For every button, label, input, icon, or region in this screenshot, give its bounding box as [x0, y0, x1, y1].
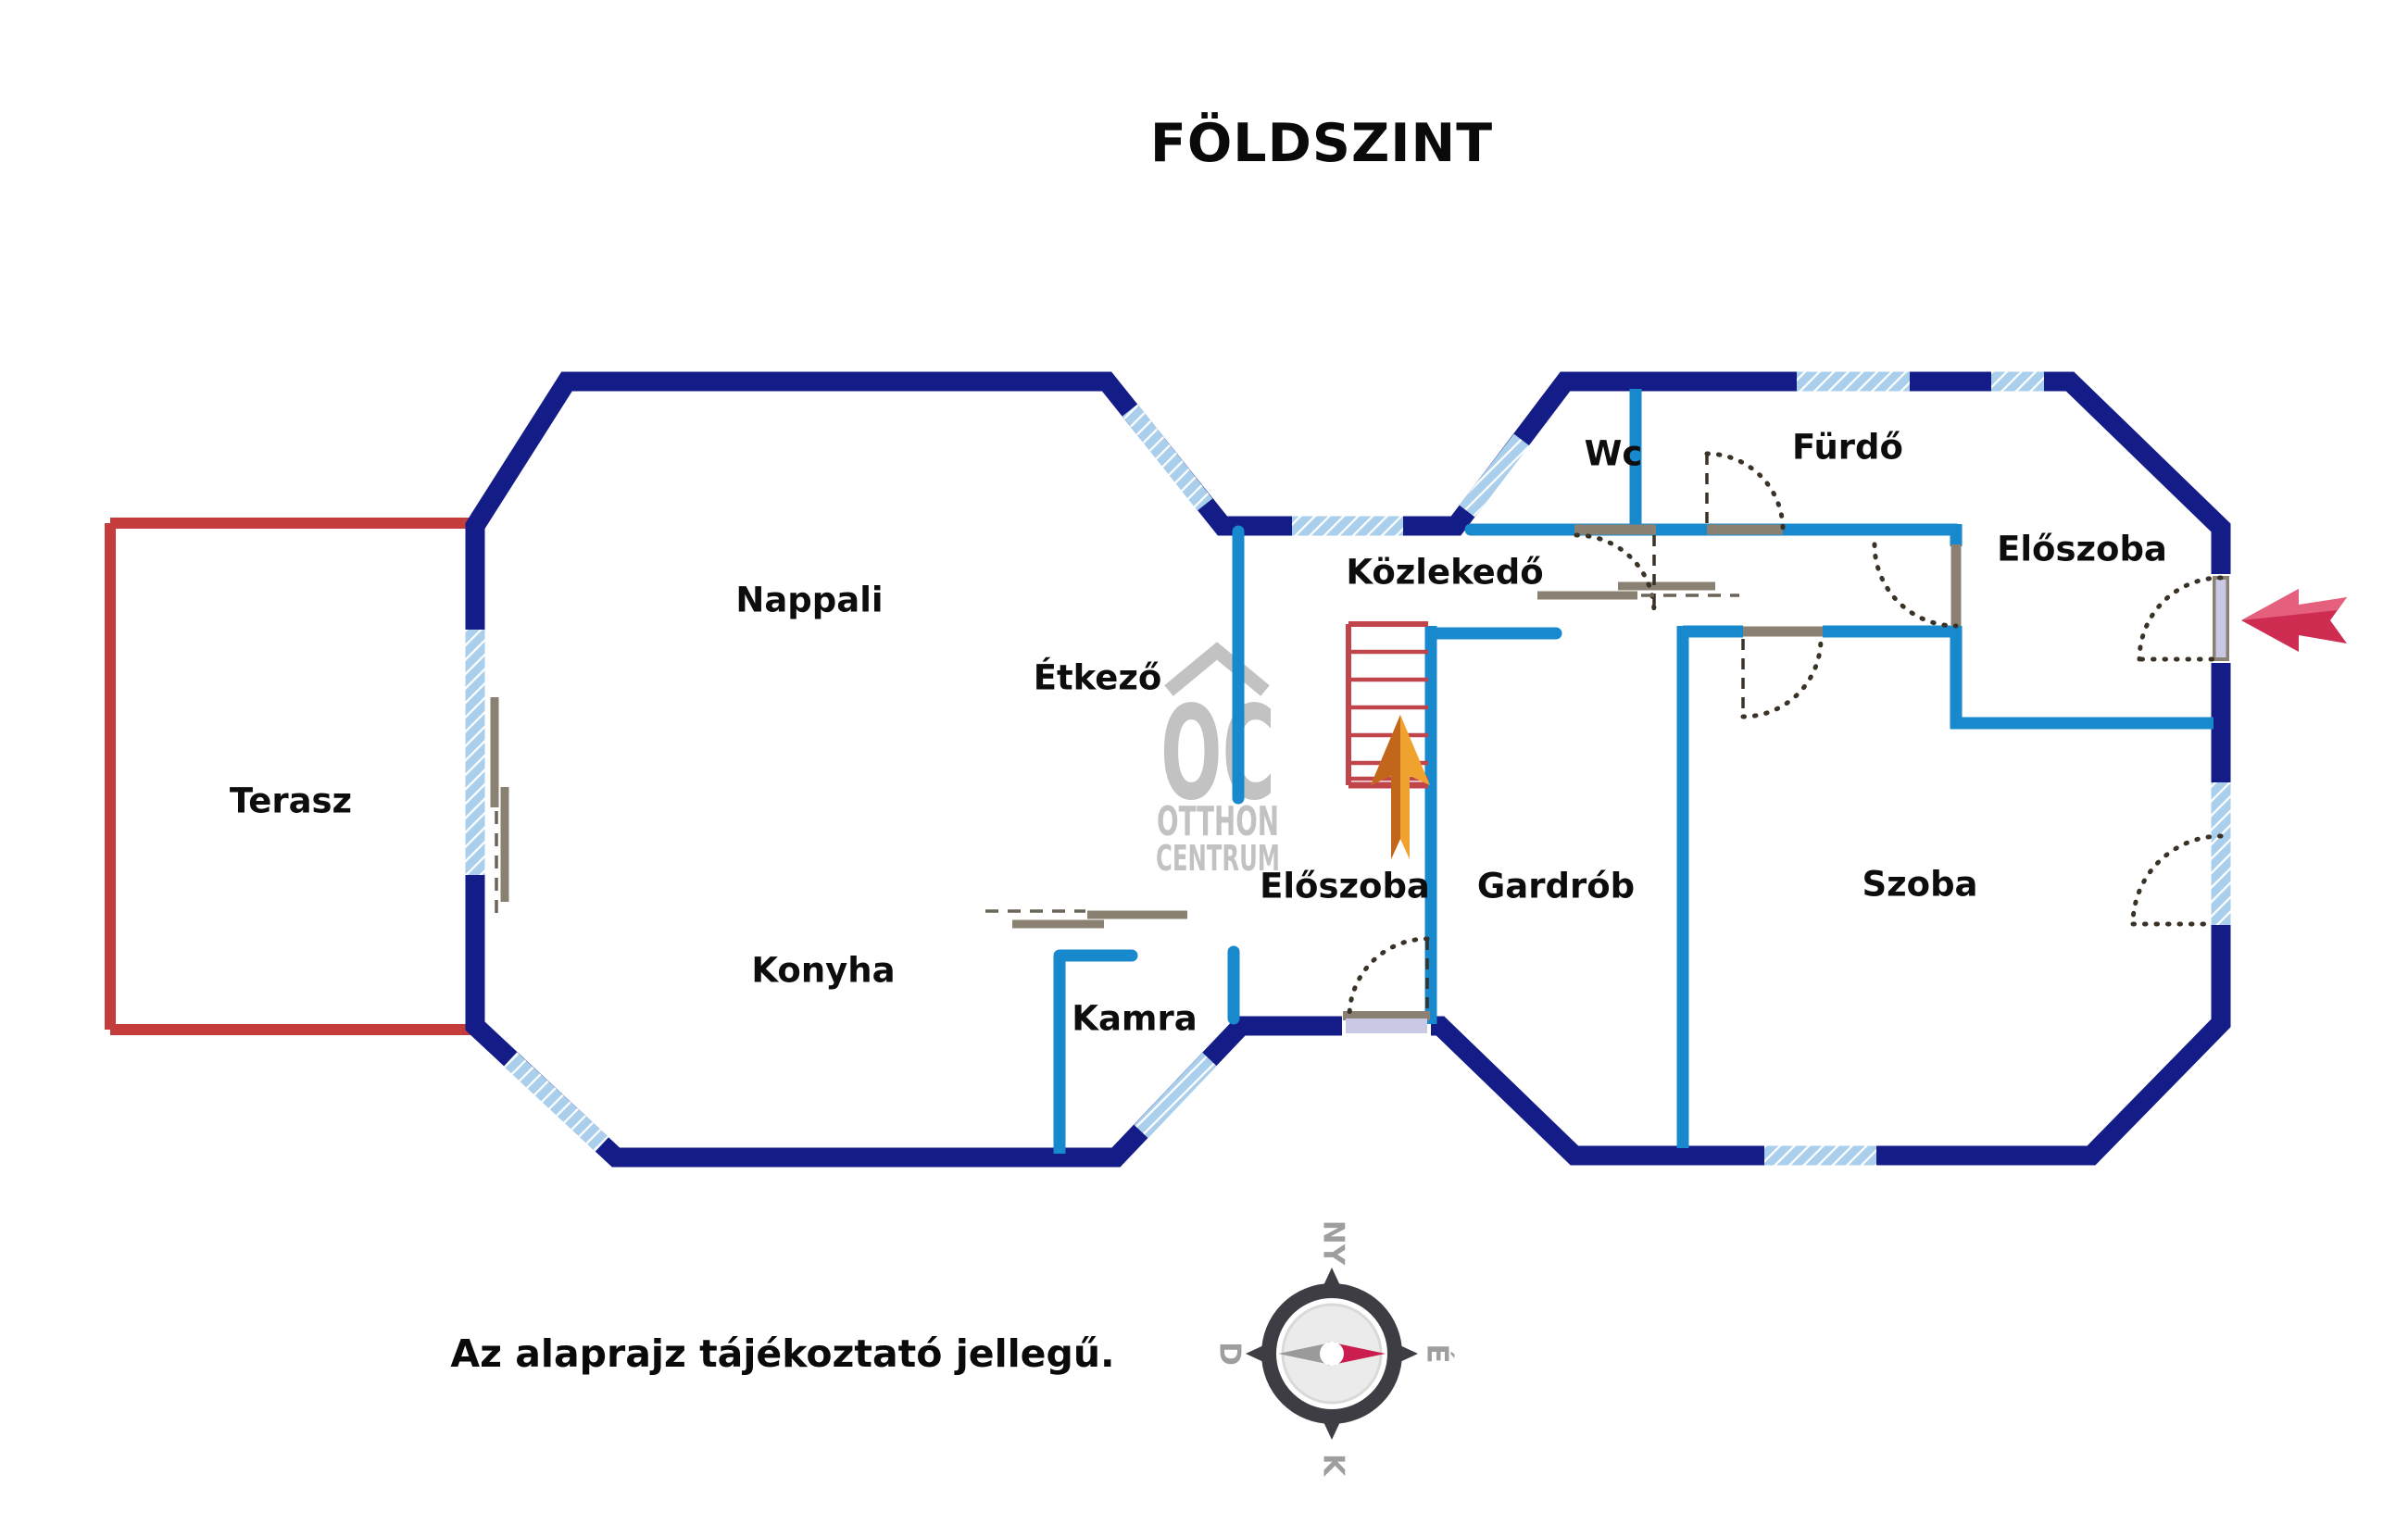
compass-label-bottom: K — [1317, 1454, 1350, 1477]
compass-needle-west — [1278, 1342, 1336, 1366]
room-label-eloszoba-right: Előszoba — [1997, 529, 2167, 569]
compass-hub — [1320, 1342, 1344, 1366]
room-label-nappali: Nappali — [735, 580, 884, 620]
compass-label-right: É — [1421, 1343, 1454, 1363]
window-hatch — [1134, 1052, 1217, 1139]
room-label-terasz: Terasz — [229, 781, 353, 821]
entrance-arrow-icon — [2241, 589, 2347, 620]
window-hatch — [503, 1052, 609, 1152]
logo-roof-icon — [1164, 642, 1270, 696]
door-swing-arc — [1574, 532, 1657, 616]
window-hatch — [1122, 404, 1213, 511]
compass-label-top: NY — [1317, 1220, 1350, 1266]
room-label-szoba: Szoba — [1862, 864, 1978, 905]
room-label-eloszoba-mid: Előszoba — [1260, 866, 1430, 906]
door-swing-arc — [1872, 542, 1959, 629]
window-hatch — [1459, 433, 1530, 518]
compass-needle-east — [1328, 1342, 1386, 1366]
logo-line1: OTTHON — [1157, 798, 1279, 845]
stairs-up-arrow-icon — [1371, 715, 1400, 859]
room-label-gardrob: Gardrób — [1476, 866, 1636, 906]
door-swing-arc — [2137, 575, 2224, 662]
room-label-kozlekedo: Közlekedő — [1346, 552, 1544, 593]
room-label-furdo: Fürdő — [1792, 427, 1903, 468]
door-swing-arc — [1704, 451, 1786, 532]
door-swing-arc — [1740, 636, 1824, 719]
room-label-konyha: Konyha — [751, 950, 896, 991]
compass-label-left: D — [1213, 1342, 1247, 1366]
room-label-kamra: Kamra — [1072, 998, 1198, 1039]
page-title: FÖLDSZINT — [1149, 113, 1494, 174]
door-swing-arc — [2130, 833, 2224, 927]
room-label-etkezo: Étkező — [1033, 657, 1162, 698]
room-label-wc: Wc — [1584, 433, 1643, 474]
logo-line2: CENTRUM — [1156, 838, 1280, 879]
logo-mark: OC — [1160, 679, 1275, 830]
door-swing-arc — [1347, 936, 1430, 1019]
disclaimer-text: Az alaprajz tájékoztató jellegű. — [450, 1331, 1115, 1376]
